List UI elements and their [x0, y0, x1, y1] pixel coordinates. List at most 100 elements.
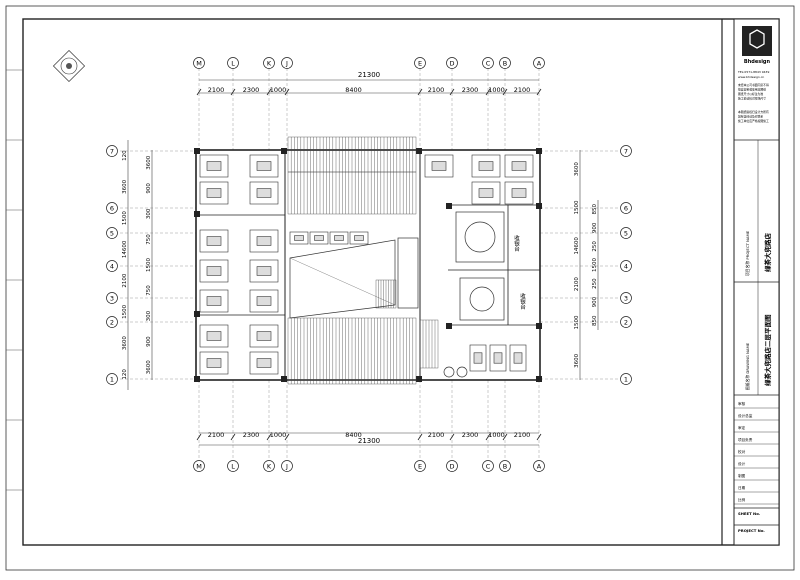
left-inner-dim: 900 [146, 336, 152, 347]
col-axis-bubble-label: C [486, 59, 491, 67]
bottom-span-dim: 1000 [488, 431, 505, 439]
left-inner-dim: 900 [146, 183, 152, 194]
inner-frame [22, 18, 780, 546]
drawing-label: 图纸名称 DRAWING NAME [745, 342, 750, 390]
col-axis-bubble-label: A [537, 59, 542, 67]
row-axis-bubble [106, 202, 118, 214]
title-note: 擅自复制或使用本图纸 [738, 88, 766, 92]
drawing-name: 绿茶大兜路店二层平面图 [763, 314, 772, 386]
left-inner-dim: 300 [146, 208, 152, 219]
room-label: 收银台 [513, 234, 520, 253]
col-axis-bubble [414, 57, 426, 69]
title-note: 施工前请核对现场尺寸 [738, 97, 766, 101]
top-span-dim: 2100 [428, 86, 445, 94]
web-line: www.bhdesign.cn [738, 75, 764, 79]
row-axis-bubble [620, 202, 632, 214]
top-total-dim: 21300 [358, 71, 380, 79]
row-axis-bubble-label: 5 [110, 229, 114, 237]
col-axis-bubble [263, 57, 275, 69]
top-span-dim: 2100 [208, 86, 225, 94]
col-axis-bubble [281, 57, 293, 69]
col-axis-bubble [482, 57, 494, 69]
right-inner-dim: 900 [592, 296, 598, 307]
row-axis-bubble-label: 4 [624, 262, 628, 270]
col-axis-bubble-label: A [537, 462, 542, 470]
col-axis-bubble-label: K [267, 462, 272, 470]
col-axis-bubble [281, 460, 293, 472]
top-span-dim: 8400 [345, 86, 362, 94]
row-axis-bubble [620, 316, 632, 328]
left-outer-dim: 14600 [122, 240, 128, 258]
col-axis-bubble-label: B [503, 59, 507, 67]
col-axis-bubble [227, 57, 239, 69]
row-axis-bubble-label: 1 [110, 375, 114, 383]
right-outer-dim: 1500 [574, 200, 580, 214]
title-row-label: 设计 [738, 461, 746, 466]
bottom-span-dim: 2100 [428, 431, 445, 439]
row-axis-bubble-label: 3 [110, 294, 114, 302]
room-label-2: 收银台 [519, 292, 526, 311]
title-note: 施工单位应严格按图施工 [738, 119, 769, 123]
col-axis-bubble-label: D [449, 59, 454, 67]
row-axis-bubble [106, 227, 118, 239]
bottom-span-dim: 1000 [270, 431, 287, 439]
row-axis-bubble-label: 3 [624, 294, 628, 302]
col-axis-bubble [499, 57, 511, 69]
left-outer-dim: 1500 [122, 304, 128, 318]
top-span-dim: 2300 [462, 86, 479, 94]
row-axis-bubble-label: 5 [624, 229, 628, 237]
col-axis-bubble-label: J [285, 59, 288, 67]
left-outer-dim: 1500 [122, 211, 128, 225]
title-note: 图纸尺寸以标注为准 [738, 92, 763, 96]
title-row-label: 设计总监 [738, 413, 753, 418]
bottom-span-dim: 2100 [514, 431, 531, 439]
row-axis-bubble [106, 316, 118, 328]
title-block: Bhdesign TEL:0571-8843 9439 www.bhdesign… [733, 18, 780, 546]
top-span-dim: 2300 [243, 86, 260, 94]
row-axis-bubble [620, 260, 632, 272]
row-axis-bubble-label: 6 [624, 204, 628, 212]
right-outer-dim: 2100 [574, 277, 580, 291]
col-axis-bubble [499, 460, 511, 472]
title-row-label: 比例 [738, 497, 746, 502]
project-label: 项目名称 PROJECT NAME [745, 230, 750, 276]
col-axis-bubble [533, 460, 545, 472]
right-inner-dim: 900 [592, 222, 598, 233]
right-outer-dim: 14600 [574, 237, 580, 255]
row-axis-bubble-label: 6 [110, 204, 114, 212]
right-inner-dim: 250 [592, 241, 598, 252]
bottom-total-dim: 21300 [358, 437, 380, 445]
col-axis-bubble [227, 460, 239, 472]
sheet-no-label: SHEET No. [738, 511, 761, 516]
top-span-dim: 2100 [514, 86, 531, 94]
left-inner-dim: 750 [146, 234, 152, 245]
row-axis-bubble-label: 2 [110, 318, 114, 326]
right-inner-dim: 850 [592, 315, 598, 326]
title-row-label: 审核 [738, 401, 746, 406]
row-axis-bubble [106, 292, 118, 304]
bottom-span-dim: 2300 [462, 431, 479, 439]
col-axis-bubble [414, 460, 426, 472]
row-axis-bubble-label: 7 [624, 147, 628, 155]
top-span-dim: 1000 [270, 86, 287, 94]
atrium-void [289, 237, 419, 319]
project-name: 绿茶大兜路店 [763, 233, 772, 273]
logo-cube-icon [749, 29, 765, 49]
right-inner-dim: 850 [592, 204, 598, 215]
left-outer-dim: 3600 [122, 336, 128, 350]
col-axis-bubble [263, 460, 275, 472]
title-row-label: 日期 [738, 485, 746, 490]
title-note: 如有疑问请及时联系 [738, 115, 763, 119]
right-inner-dim: 1500 [592, 258, 598, 272]
col-axis-bubble-label: J [285, 462, 288, 470]
left-outer-dim: 120 [122, 150, 128, 161]
row-axis-bubble-label: 2 [624, 318, 628, 326]
row-axis-bubble [106, 373, 118, 385]
right-outer-dim: 1500 [574, 315, 580, 329]
left-inner-dim: 750 [146, 285, 152, 296]
compass-icon [52, 49, 86, 83]
row-axis-bubble [620, 373, 632, 385]
row-axis-bubble [106, 145, 118, 157]
